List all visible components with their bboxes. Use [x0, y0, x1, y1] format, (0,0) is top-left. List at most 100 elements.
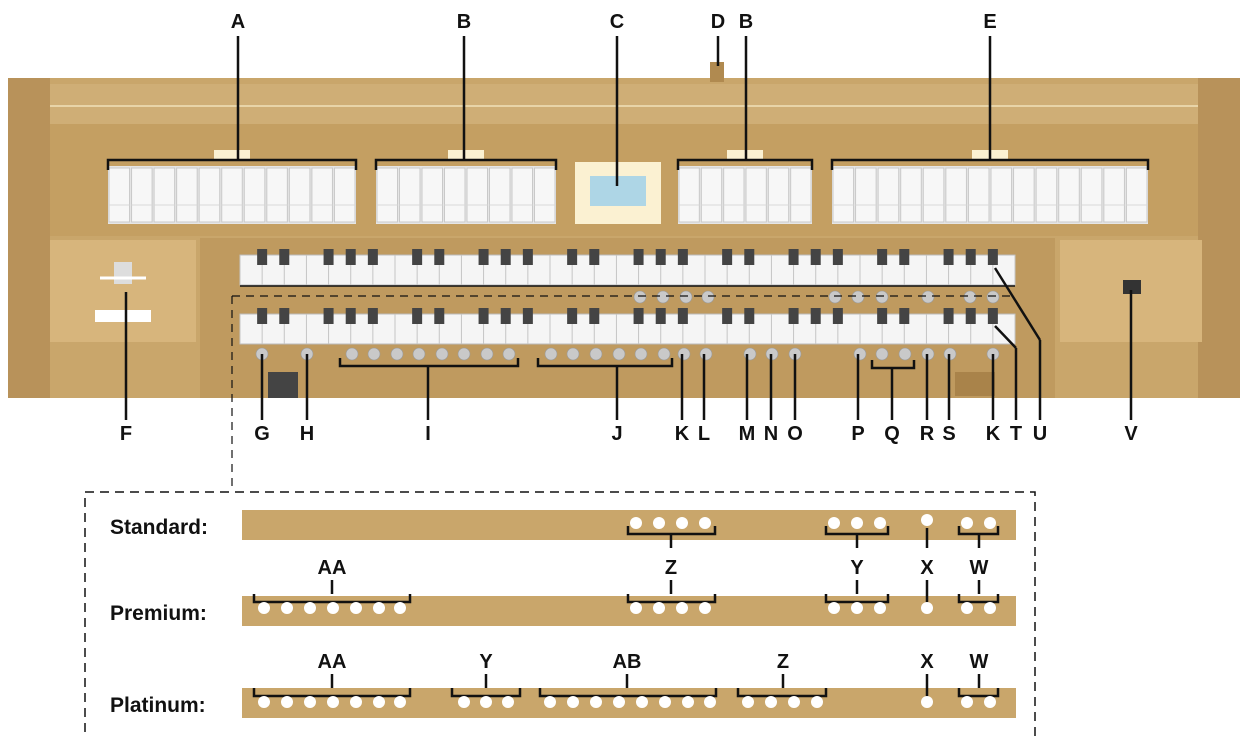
piston	[567, 696, 579, 708]
stop-tab	[723, 167, 745, 223]
piston	[653, 602, 665, 614]
black-key	[257, 249, 268, 265]
piston	[874, 602, 886, 614]
stop-tab	[153, 167, 176, 223]
black-key	[567, 308, 578, 324]
bracket-b2	[676, 158, 814, 170]
stop-tab	[745, 167, 767, 223]
piston	[875, 290, 889, 304]
bottom-label: L	[698, 423, 710, 445]
left-control-knob	[114, 262, 132, 284]
variant-strip	[242, 688, 1016, 718]
black-key	[412, 308, 423, 324]
piston	[304, 696, 316, 708]
black-key	[788, 249, 799, 265]
inset-label: Z	[665, 557, 677, 579]
black-key	[722, 308, 733, 324]
bracket-w-pre	[957, 594, 1000, 604]
inset-label: AA	[318, 651, 347, 673]
stop-tab	[945, 167, 967, 223]
console-body	[8, 62, 1240, 398]
piston	[612, 347, 626, 361]
black-key	[744, 249, 755, 265]
bottom-label: G	[254, 423, 270, 445]
piston	[676, 602, 688, 614]
inset-label: W	[970, 557, 989, 579]
piston	[765, 696, 777, 708]
stop-tab	[877, 167, 900, 223]
piston	[390, 347, 404, 361]
piston	[566, 347, 580, 361]
piston	[373, 602, 385, 614]
black-key	[633, 249, 644, 265]
stop-tab	[767, 167, 790, 223]
stop-tab	[489, 167, 511, 223]
black-key	[589, 308, 600, 324]
black-key	[899, 308, 910, 324]
leader-lines	[106, 36, 1150, 420]
piston	[589, 347, 603, 361]
piston	[682, 696, 694, 708]
bracket-j	[536, 358, 674, 368]
stop-tab	[534, 167, 556, 223]
piston	[875, 347, 889, 361]
piston	[984, 602, 996, 614]
stop-tab	[1080, 167, 1103, 223]
stop-tab	[376, 167, 398, 223]
bottom-label: M	[739, 423, 756, 445]
black-key	[434, 249, 445, 265]
piston	[828, 290, 842, 304]
tab-indicator	[214, 150, 250, 160]
upper-manual	[239, 254, 1016, 286]
piston	[704, 696, 716, 708]
top-knob	[710, 62, 724, 82]
piston	[961, 696, 973, 708]
black-key	[677, 249, 688, 265]
stop-tab	[1058, 167, 1080, 223]
black-key	[522, 308, 533, 324]
bottom-label: F	[120, 423, 132, 445]
piston	[742, 696, 754, 708]
black-key	[877, 308, 888, 324]
inset-label: X	[920, 557, 934, 579]
bracket-a	[106, 158, 358, 170]
bottom-label: K	[675, 423, 690, 445]
piston	[630, 517, 642, 529]
stop-tab	[221, 167, 243, 223]
bracket-z-pre	[626, 594, 717, 604]
piston	[657, 347, 671, 361]
black-key	[279, 308, 290, 324]
piston	[921, 290, 935, 304]
black-key	[633, 308, 644, 324]
bracket-w-pla	[957, 688, 1000, 698]
piston	[679, 290, 693, 304]
stop-tab	[832, 167, 855, 223]
piston	[544, 696, 556, 708]
black-key	[323, 249, 334, 265]
piston	[412, 347, 426, 361]
stop-tab	[700, 167, 723, 223]
piston	[636, 696, 648, 708]
stop-tab	[1125, 167, 1148, 223]
piston	[984, 517, 996, 529]
black-key	[832, 308, 843, 324]
inset-label: W	[970, 651, 989, 673]
black-key	[744, 308, 755, 324]
piston	[788, 696, 800, 708]
pistons	[231, 290, 1015, 492]
bottom-label: R	[920, 423, 935, 445]
black-key	[345, 308, 356, 324]
black-key	[478, 249, 489, 265]
bottom-label: P	[851, 423, 864, 445]
black-key	[943, 308, 954, 324]
piston	[435, 347, 449, 361]
black-key	[367, 249, 378, 265]
stop-tab	[444, 167, 466, 223]
black-key	[810, 249, 821, 265]
piston	[590, 696, 602, 708]
bottom-label: Q	[884, 423, 900, 445]
left-control-bar	[95, 310, 151, 322]
piston	[458, 696, 470, 708]
